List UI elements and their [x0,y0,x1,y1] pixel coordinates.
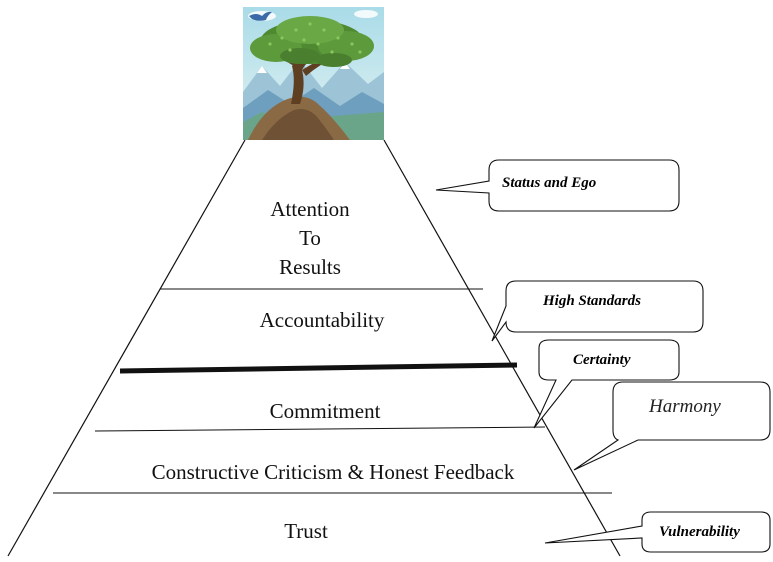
callout-certainty [533,339,680,429]
tree-on-hill-icon [243,7,384,140]
callout-high-standards [491,280,704,342]
layer-results-line2: To [299,226,321,250]
layer-results-line3: Results [279,255,341,279]
callout-harmony-label: Harmony [648,396,721,417]
layer-trust: Trust [284,519,328,543]
layer-commitment: Commitment [270,399,381,423]
callout-high-standards-label: High Standards [542,293,641,309]
callout-status-ego-label: Status and Ego [502,175,596,191]
callout-status-ego [435,159,680,212]
callout-harmony [573,381,771,471]
divider-commitment-feedback [94,426,546,432]
pyramid-right-edge [383,139,621,557]
layer-results-line1: Attention [270,197,350,221]
callout-certainty-label: Certainty [573,352,631,368]
divider-accountability-commitment [119,362,518,374]
callout-vulnerability-label: Vulnerability [659,524,740,540]
callout-vulnerability [544,511,771,553]
layer-accountability: Accountability [260,308,385,332]
layer-feedback: Constructive Criticism & Honest Feedback [152,460,515,484]
pyramid-left-edge [7,139,246,557]
